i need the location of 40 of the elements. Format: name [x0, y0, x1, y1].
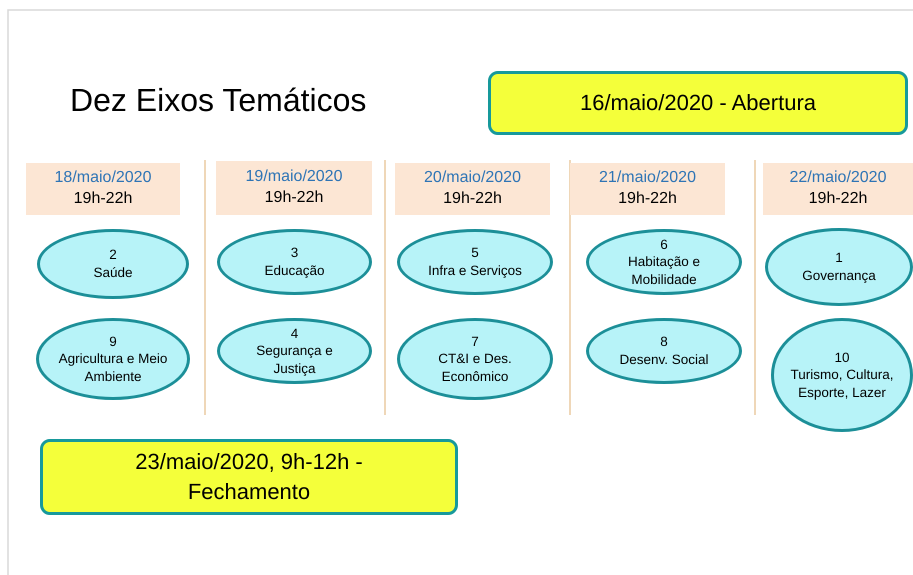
date-text: 22/maio/2020	[790, 168, 886, 188]
date-text: 18/maio/2020	[54, 168, 152, 188]
theme-name: Desenv. Social	[619, 351, 709, 369]
date-header	[26, 163, 180, 215]
theme-name: CT&I e Des. Econômico	[437, 350, 513, 386]
theme-number: 7	[471, 332, 479, 350]
date-text: 20/maio/2020	[424, 168, 521, 188]
event-banner	[40, 439, 458, 515]
theme-name: Infra e Serviços	[428, 262, 522, 280]
theme-name: Agricultura e Meio Ambiente	[58, 350, 168, 386]
theme-number: 5	[471, 244, 479, 262]
theme-name: Saúde	[93, 264, 133, 282]
title: Dez Eixos Temáticos	[70, 82, 366, 119]
time-text: 19h-22h	[264, 188, 324, 208]
date-header	[216, 161, 372, 215]
banner-text: 23/maio/2020, 9h-12h - Fechamento	[134, 448, 364, 506]
time-text: 19h-22h	[443, 189, 502, 209]
time-text: 19h-22h	[618, 189, 677, 209]
theme-number: 9	[109, 332, 117, 350]
theme-name: Educação	[264, 262, 325, 280]
theme-number: 2	[109, 246, 117, 264]
theme-name: Habitação e Mobilidade	[626, 253, 702, 288]
theme-number: 8	[660, 333, 668, 351]
time-text: 19h-22h	[74, 189, 132, 209]
theme-name: Segurança e Justiça	[255, 342, 334, 378]
theme-number: 10	[834, 348, 850, 366]
theme-name: Governança	[802, 267, 876, 285]
time-text: 19h-22h	[808, 189, 868, 209]
theme-number: 3	[290, 244, 298, 262]
date-text: 21/maio/2020	[599, 168, 696, 188]
theme-number: 1	[835, 249, 843, 267]
date-header	[570, 163, 725, 215]
date-text: 19/maio/2020	[246, 167, 342, 188]
theme-number: 4	[290, 324, 298, 342]
theme-number: 6	[660, 236, 668, 254]
theme-name: Turismo, Cultura, Esporte, Lazer	[789, 366, 895, 402]
banner-text: 16/maio/2020 - Abertura	[580, 89, 816, 118]
date-header	[763, 163, 913, 215]
event-banner	[488, 71, 908, 135]
date-header	[395, 163, 550, 215]
